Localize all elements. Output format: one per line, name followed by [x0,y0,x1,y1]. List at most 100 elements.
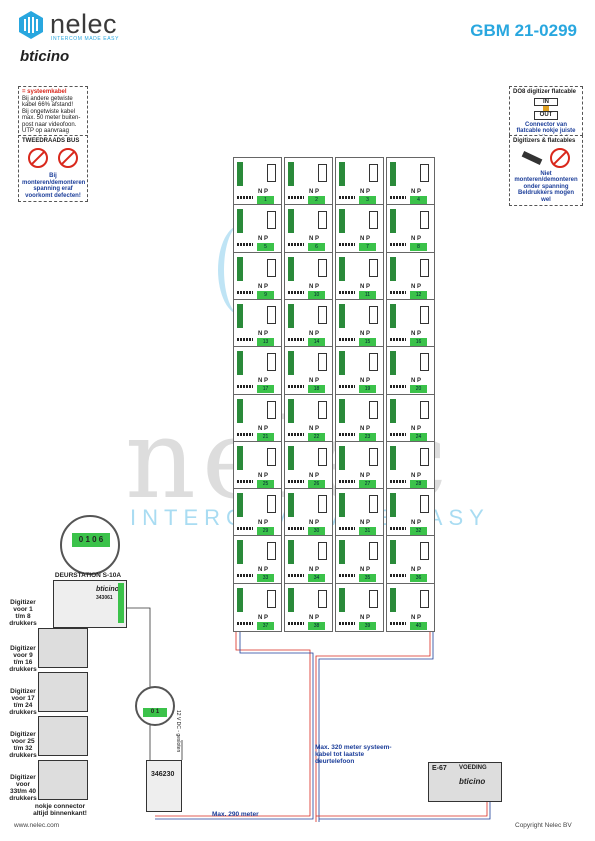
videophone-icon [420,495,429,514]
systeemkabel-line: post naar videofoon. [22,121,77,128]
videophone-icon [267,164,276,182]
np-label: N P [411,330,422,337]
cable-stripe [339,527,355,531]
cell-number: 14 [308,337,325,346]
cable-stripe [288,243,304,247]
tweedraads-title: TWEEDRAADS BUS [22,138,80,144]
np-label: N P [411,472,422,479]
flatcable-icon [521,150,543,165]
videophone-icon [318,542,327,561]
flatcable-icon [543,106,549,111]
terminal-block [339,303,345,328]
videophone-icon [420,589,429,608]
np-label: N P [309,189,320,195]
videophone-icon [369,211,378,230]
terminal-block [390,445,396,470]
cell-number: 29 [257,527,274,536]
doorstation-model: 343061 [96,595,113,601]
cell-number: 40 [410,621,427,630]
videophone-icon [318,495,327,514]
cell-number: 32 [410,527,427,536]
np-label: N P [411,425,422,432]
module-display: 0 1 [143,708,167,717]
systeemkabel-line: max. 50 meter buiten- [22,115,81,121]
systeemkabel-note: = systeemkabel Bij andere getwiste kabel… [18,86,88,138]
terminal-block [339,445,345,470]
digitizer-label: Digitizer voor 1 t/m 8 drukkers [9,599,37,627]
np-label: N P [309,567,320,574]
terminal-block [288,209,294,234]
np-label: N P [411,189,422,195]
videophone-icon [267,447,276,466]
cell-number: 10 [308,290,325,299]
max-320-label: Max. 320 meter systeem-kabel tot laatste… [315,744,392,765]
cable-stripe [390,385,406,389]
videophone-icon [369,542,378,561]
terminal-block [390,540,396,565]
np-label: N P [360,283,371,290]
cell-number: 1 [257,196,274,204]
cell-number: 8 [410,243,427,252]
power-title: E-67 [432,765,447,772]
cable-stripe [237,621,253,625]
videophone-icon [420,164,429,182]
footer-website: www.nelec.com [14,822,60,829]
terminal-block [339,493,345,518]
cell-number: 6 [308,243,325,252]
power-label: VOEDING [459,765,487,771]
cable-stripe [237,479,253,483]
np-label: N P [360,330,371,337]
cell-number: 27 [359,479,376,488]
videophone-icon [318,447,327,466]
cable-stripe [339,432,355,436]
videophone-icon [318,305,327,324]
np-label: N P [360,189,371,195]
videophone-icon [369,400,378,419]
videophone-icon [267,400,276,419]
cell-number: 17 [257,385,274,394]
cable-stripe [237,432,253,436]
videophone-icon [369,589,378,608]
videophone-icon [318,211,327,230]
np-label: N P [360,520,371,527]
np-label: N P [309,614,320,621]
cell-number: 9 [257,290,274,299]
terminal-block [288,493,294,518]
cell-number: 23 [359,432,376,441]
terminal-block [339,587,345,612]
np-label: N P [309,472,320,479]
terminal-block [237,351,243,376]
power-supply: E-67 VOEDING bticino [428,762,502,802]
tweedraads-warning: Bij monteren/demonteren spanning eraf vo… [22,173,86,199]
np-label: N P [360,472,371,479]
videophone-icon [420,258,429,277]
terminal-block [237,162,243,186]
power-brand: bticino [459,777,486,786]
cable-stripe [390,574,406,578]
terminal-block [288,162,294,186]
videophone-icon [420,542,429,561]
terminal-block [390,493,396,518]
cell-number: 26 [308,479,325,488]
cell-number: 5 [257,243,274,252]
cable-stripe [390,621,406,625]
cell-number: 4 [410,196,427,204]
bticino-logo: bticino [20,48,70,65]
terminal-strip [118,583,124,623]
